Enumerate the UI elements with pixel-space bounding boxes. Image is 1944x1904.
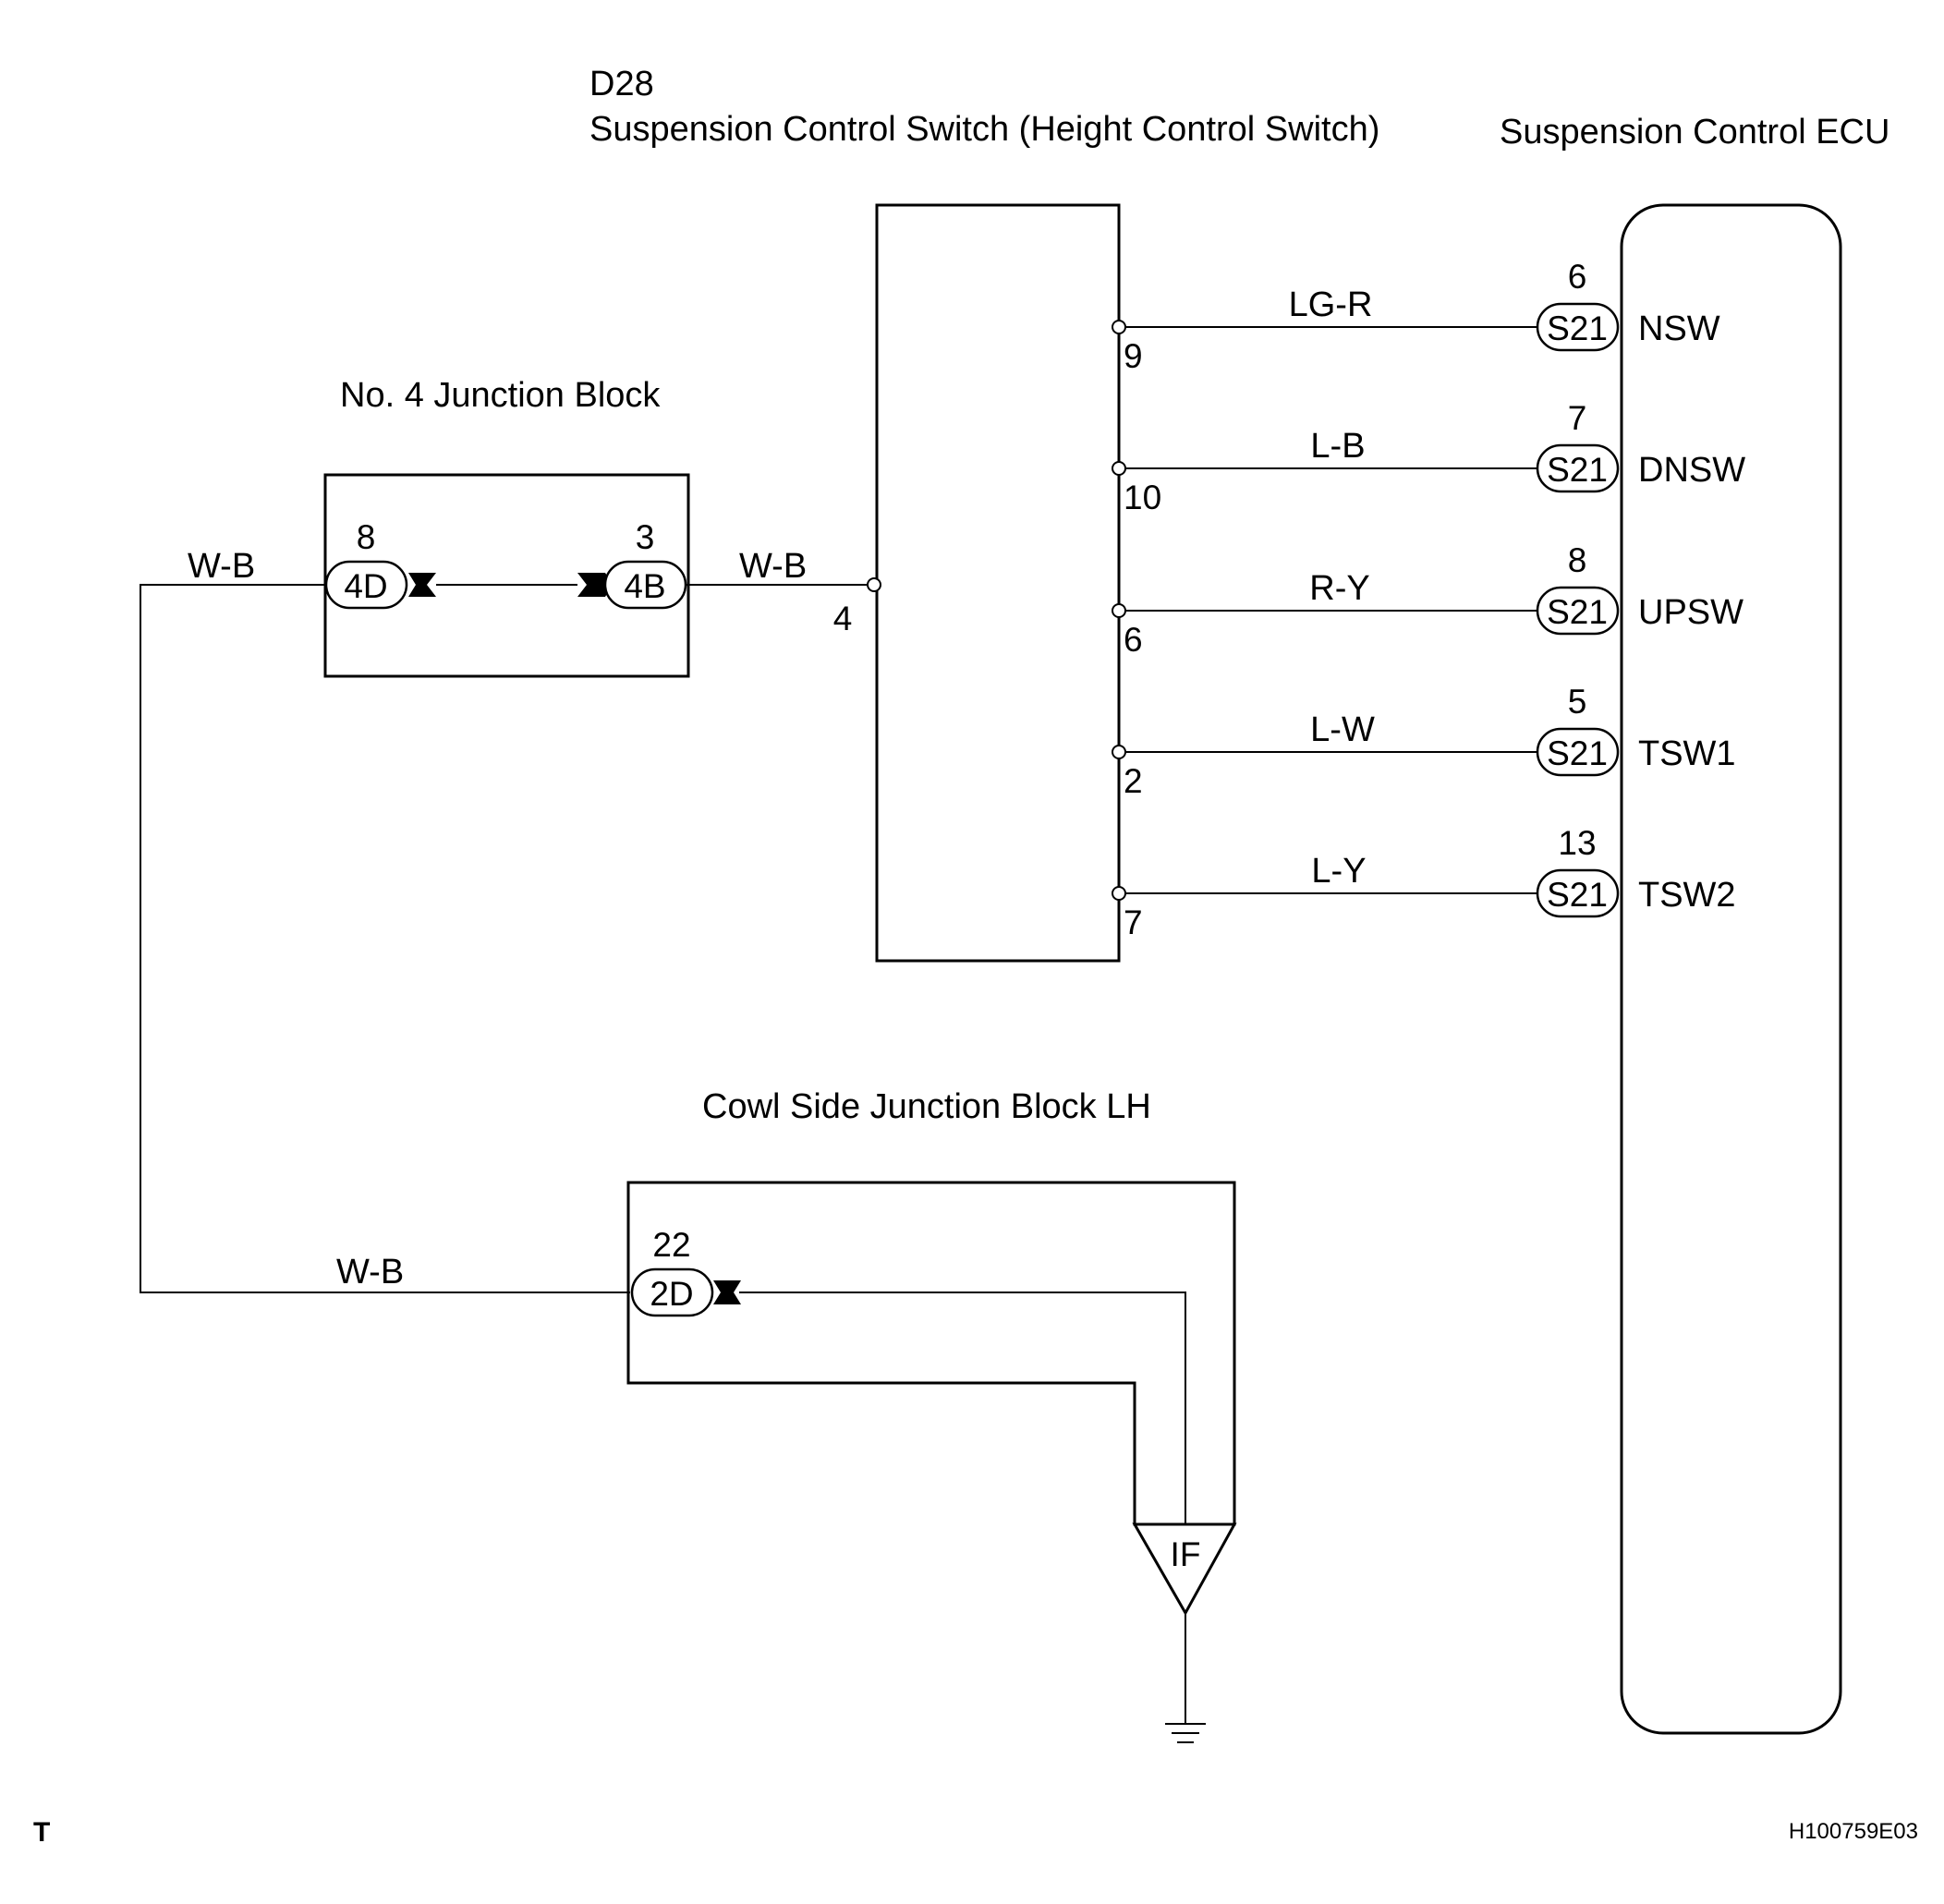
connector-4d-code: 4D: [344, 567, 387, 605]
switch-pin-number: 9: [1124, 337, 1143, 375]
switch-code-label: D28: [589, 65, 654, 103]
switch-pin-number: 6: [1124, 621, 1143, 659]
signal-wire-row: 6 R-Y S21 8 UPSW: [1112, 541, 1744, 659]
wire-color-label: LG-R: [1289, 285, 1373, 324]
switch-pin-number: 10: [1124, 479, 1161, 516]
wire-color-label: L-W: [1310, 710, 1375, 749]
ecu-connector-code: S21: [1547, 593, 1608, 631]
figure-code: H100759E03: [1789, 1819, 1918, 1844]
cowl-junction-block-label: Cowl Side Junction Block LH: [702, 1087, 1151, 1126]
connector-4d-arrow-icon: [408, 573, 436, 597]
connector-4b-pin: 3: [636, 518, 655, 556]
ecu-pin-number: 13: [1558, 824, 1596, 862]
ecu-terminal-label: DNSW: [1638, 451, 1745, 490]
signal-wire-row: 9 LG-R S21 6 NSW: [1112, 258, 1720, 375]
connector-4b-arrow-icon: [577, 573, 613, 597]
ecu-pin-number: 8: [1568, 541, 1587, 579]
wire-color-label: W-B: [188, 547, 255, 586]
ecu-terminal-label: TSW2: [1638, 876, 1736, 915]
ecu-name-label: Suspension Control ECU: [1500, 113, 1889, 152]
wire-color-label: W-B: [336, 1253, 404, 1292]
corner-mark: T: [33, 1817, 50, 1848]
connector-2d-arrow-icon: [713, 1280, 741, 1304]
ecu-pin-number: 6: [1568, 258, 1587, 296]
ecu-terminal-label: NSW: [1638, 309, 1720, 348]
ground-symbol-icon: [1165, 1723, 1206, 1743]
switch-pin-number: 2: [1124, 762, 1143, 800]
connector-2d-pin: 22: [652, 1226, 690, 1264]
ecu-pin-number: 7: [1568, 399, 1587, 437]
switch-name-label: Suspension Control Switch (Height Contro…: [589, 110, 1379, 149]
connector-2d-code: 2D: [650, 1275, 693, 1313]
ecu-terminal-label: TSW1: [1638, 734, 1736, 773]
ground-point-if: [1132, 1522, 1237, 1617]
cowl-junction-block-body: [626, 1181, 1236, 1526]
wire-color-label: R-Y: [1309, 569, 1369, 608]
signal-wire-row: 10 L-B S21 7 DNSW: [1112, 399, 1745, 516]
connector-4d: [324, 560, 408, 610]
signal-wire-row: 7 L-Y S21 13 TSW2: [1112, 824, 1736, 941]
ecu-pin-number: 5: [1568, 683, 1587, 721]
suspension-control-ecu-body: [1620, 203, 1842, 1735]
junction-block-4-body: [323, 473, 690, 678]
ecu-connector-code: S21: [1547, 876, 1608, 914]
signal-wire-row: 2 L-W S21 5 TSW1: [1112, 683, 1736, 800]
junction-block-4-label: No. 4 Junction Block: [340, 376, 661, 415]
ecu-connector-code: S21: [1547, 309, 1608, 347]
connector-4d-pin: 8: [357, 518, 376, 556]
connector-4b-code: 4B: [624, 567, 665, 605]
switch-pin-number: 7: [1124, 903, 1143, 941]
connector-2d: [630, 1267, 714, 1317]
switch-pin-number: 4: [833, 600, 853, 637]
wire-color-label: L-B: [1310, 427, 1365, 466]
ground-point-label: IF: [1171, 1535, 1201, 1573]
suspension-control-switch-body: [875, 203, 1121, 963]
switch-pin-node: [867, 577, 881, 592]
ecu-connector-code: S21: [1547, 451, 1608, 489]
ecu-connector-code: S21: [1547, 734, 1608, 772]
ecu-terminal-label: UPSW: [1638, 593, 1744, 632]
wire-color-label: W-B: [739, 547, 807, 586]
wire-color-label: L-Y: [1311, 852, 1366, 891]
wire-cowl-to-ground: [739, 1292, 1186, 1526]
